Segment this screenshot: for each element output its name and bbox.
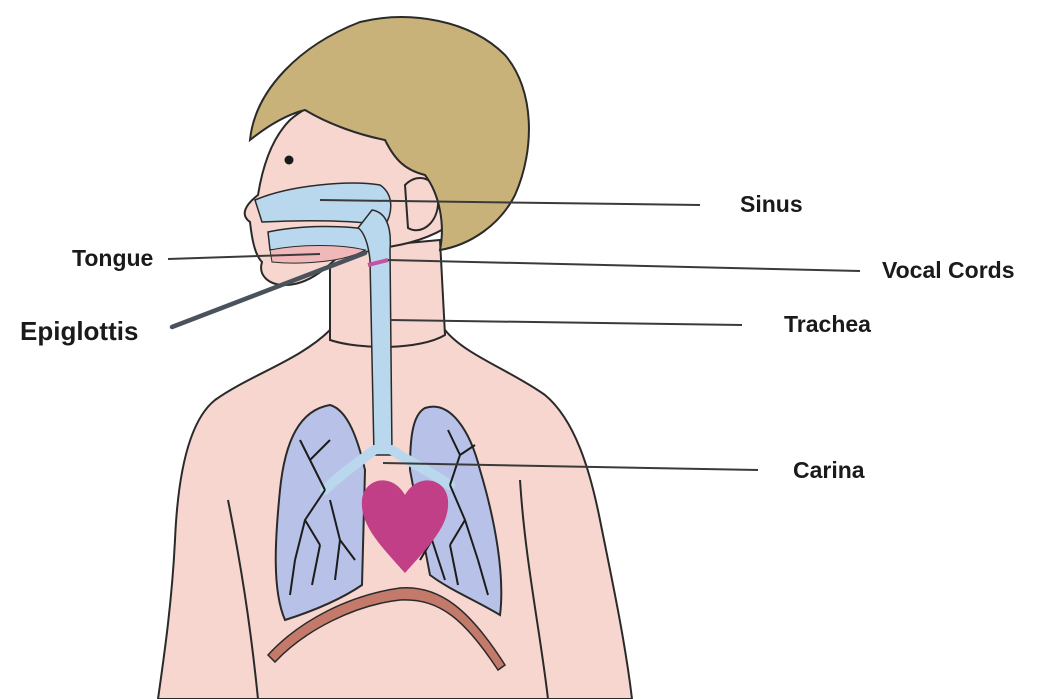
vocal-cords-leader [388,260,860,271]
label-trachea: Trachea [784,311,871,337]
label-tongue: Tongue [72,245,153,271]
label-epiglottis: Epiglottis [20,316,138,346]
label-carina: Carina [793,457,865,483]
label-vocal-cords: Vocal Cords [882,257,1015,283]
label-sinus: Sinus [740,191,803,217]
eye [285,156,294,165]
